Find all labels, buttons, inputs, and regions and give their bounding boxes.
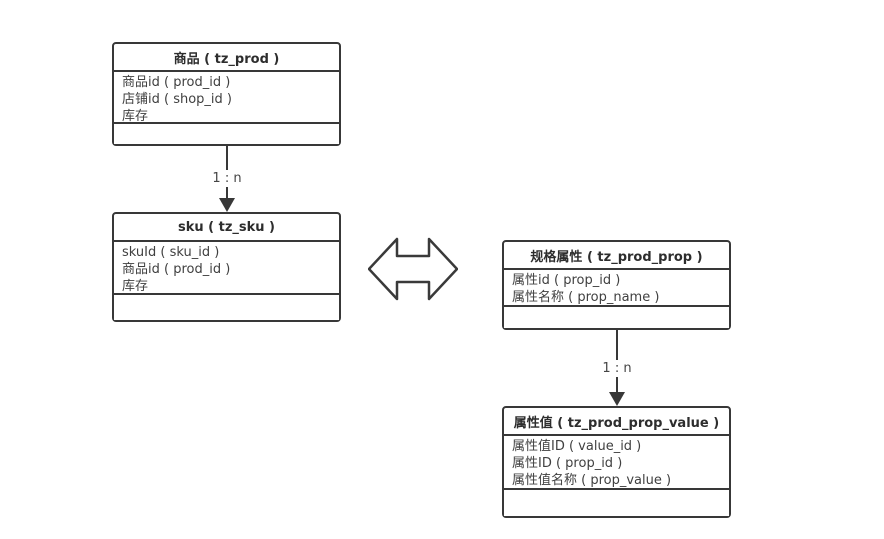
entity-fields-prod-prop: 属性id ( prop_id ) 属性名称 ( prop_name )	[504, 270, 729, 307]
field-row: 商品id ( prod_id )	[122, 262, 231, 277]
entity-title-prod-prop-value: 属性值 ( tz_prod_prop_value )	[504, 408, 729, 436]
entity-title-prod: 商品 ( tz_prod )	[114, 44, 339, 72]
field-row: 库存	[122, 279, 149, 294]
entity-empty-section	[114, 124, 339, 144]
relation-label: 1 : n	[591, 360, 643, 377]
arrowhead-down-icon	[219, 198, 235, 212]
entity-table-prod: 商品 ( tz_prod ) 商品id ( prod_id ) 店铺id ( s…	[112, 42, 341, 146]
entity-fields-prod: 商品id ( prod_id ) 店铺id ( shop_id ) 库存	[114, 72, 339, 124]
field-row: 商品id ( prod_id )	[122, 75, 231, 90]
entity-table-prod-prop: 规格属性 ( tz_prod_prop ) 属性id ( prop_id ) 属…	[502, 240, 731, 330]
field-row: 属性值名称 ( prop_value )	[512, 473, 672, 488]
entity-table-sku: sku ( tz_sku ) skuId ( sku_id ) 商品id ( p…	[112, 212, 341, 322]
relation-label: 1 : n	[201, 170, 253, 187]
field-row: skuId ( sku_id )	[122, 245, 220, 260]
double-arrow-icon	[368, 237, 458, 301]
entity-empty-section	[504, 307, 729, 328]
field-row: 属性名称 ( prop_name )	[512, 290, 660, 305]
entity-empty-section	[114, 295, 339, 320]
entity-title-sku: sku ( tz_sku )	[114, 214, 339, 242]
field-row: 库存	[122, 109, 149, 124]
arrowhead-down-icon	[609, 392, 625, 406]
entity-fields-prod-prop-value: 属性值ID ( value_id ) 属性ID ( prop_id ) 属性值名…	[504, 436, 729, 490]
entity-title-prod-prop: 规格属性 ( tz_prod_prop )	[504, 242, 729, 270]
entity-fields-sku: skuId ( sku_id ) 商品id ( prod_id ) 库存	[114, 242, 339, 295]
field-row: 属性id ( prop_id )	[512, 273, 621, 288]
field-row: 店铺id ( shop_id )	[122, 92, 232, 107]
entity-table-prod-prop-value: 属性值 ( tz_prod_prop_value ) 属性值ID ( value…	[502, 406, 731, 518]
field-row: 属性值ID ( value_id )	[512, 439, 642, 454]
field-row: 属性ID ( prop_id )	[512, 456, 623, 471]
entity-empty-section	[504, 490, 729, 516]
